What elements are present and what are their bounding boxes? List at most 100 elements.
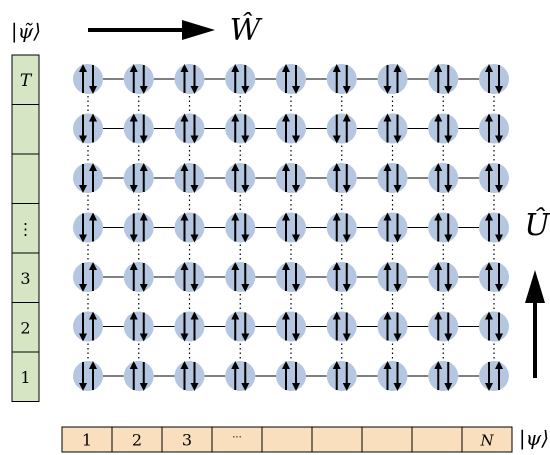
spin-site (428, 113, 459, 144)
spin-site (225, 361, 256, 391)
spin-site (73, 64, 103, 94)
spin-site-circle (377, 64, 408, 94)
spin-site-circle (377, 163, 408, 193)
spin-site (73, 361, 103, 391)
spin-site (73, 113, 103, 144)
w-hat-label: Ŵ (230, 12, 263, 48)
u-hat-label: Û (524, 207, 550, 243)
spin-site-circle (479, 163, 509, 193)
u-operator-arrow (525, 270, 545, 378)
spin-site-circle (174, 262, 205, 292)
site-register-cell (411, 426, 463, 453)
spin-site (73, 311, 103, 342)
spin-site (276, 361, 306, 391)
spin-site (479, 163, 509, 193)
spin-site (225, 163, 256, 193)
w-operator-arrow (88, 20, 215, 40)
time-register-label: ⋮ (18, 219, 34, 238)
spin-site (123, 212, 154, 243)
time-register-cell (11, 104, 40, 155)
spin-site (377, 212, 408, 243)
spin-site-circle (73, 113, 103, 144)
spin-site (479, 113, 509, 144)
spin-site-circle (276, 262, 306, 292)
spin-site-circle (174, 113, 205, 144)
time-register-cell (11, 203, 40, 254)
spin-site-circle (276, 64, 306, 94)
time-register-cell (11, 351, 40, 402)
spin-site-circle (479, 361, 509, 391)
spin-site-circle (174, 361, 205, 391)
spin-site (174, 311, 205, 342)
spin-site (326, 212, 357, 243)
time-register-cell (11, 54, 40, 105)
site-register-cell (361, 426, 413, 453)
lattice-bonds (87, 78, 495, 377)
spin-site (428, 212, 459, 243)
spin-site (377, 163, 408, 193)
site-register-label: 3 (182, 431, 192, 450)
spin-site-circle (174, 163, 205, 193)
spin-site-circle (326, 262, 357, 292)
site-register-label: N (479, 432, 494, 450)
spin-site (73, 262, 103, 292)
site-register-label: 2 (132, 431, 142, 450)
spin-site-circle (326, 163, 357, 193)
spin-site (428, 163, 459, 193)
spin-site (377, 311, 408, 342)
spin-site (479, 311, 509, 342)
spin-site (123, 311, 154, 342)
psi-tilde-ket-label: |ψ̃⟩ (11, 19, 41, 44)
site-register-cell (311, 426, 363, 453)
site-register-label: 1 (82, 431, 92, 450)
spin-site-circle (123, 311, 154, 342)
spin-site (225, 311, 256, 342)
lattice-nodes (73, 64, 509, 391)
spin-site-circle (326, 113, 357, 144)
spin-site (326, 64, 357, 94)
spin-site (174, 361, 205, 391)
spin-site-circle (276, 163, 306, 193)
spin-site-circle (479, 113, 509, 144)
spin-site-circle (479, 212, 509, 243)
spin-site (225, 262, 256, 292)
spin-site (326, 163, 357, 193)
spin-site-circle (377, 113, 408, 144)
spin-site (479, 64, 509, 94)
site-register-cell (161, 426, 213, 453)
spin-site (174, 113, 205, 144)
spin-site (377, 262, 408, 292)
site-register-cell (61, 426, 113, 453)
spin-site-circle (428, 113, 459, 144)
spin-site-circle (428, 64, 459, 94)
site-register-label: ··· (232, 433, 242, 444)
time-register-cell (11, 302, 40, 353)
spin-site-circle (377, 262, 408, 292)
spin-site-circle (73, 64, 103, 94)
site-register-cell (261, 426, 313, 453)
spin-site (276, 163, 306, 193)
spin-site (73, 212, 103, 243)
spin-site-circle (123, 212, 154, 243)
spin-site (326, 262, 357, 292)
spin-site (123, 113, 154, 144)
spin-site (276, 113, 306, 144)
spin-site-circle (326, 64, 357, 94)
spin-site-circle (73, 361, 103, 391)
spin-site-circle (225, 212, 256, 243)
spin-site-circle (377, 212, 408, 243)
spin-site-circle (428, 311, 459, 342)
spin-site (225, 113, 256, 144)
spin-site-circle (73, 311, 103, 342)
spin-site-circle (73, 262, 103, 292)
spin-site-circle (326, 361, 357, 391)
spin-site-circle (428, 163, 459, 193)
spin-site (123, 163, 154, 193)
time-register-label: 2 (20, 318, 30, 337)
time-register-label: 3 (20, 269, 30, 288)
spin-site-circle (428, 262, 459, 292)
spin-site-circle (73, 212, 103, 243)
spin-site-circle (225, 113, 256, 144)
time-register-cell (11, 153, 40, 204)
